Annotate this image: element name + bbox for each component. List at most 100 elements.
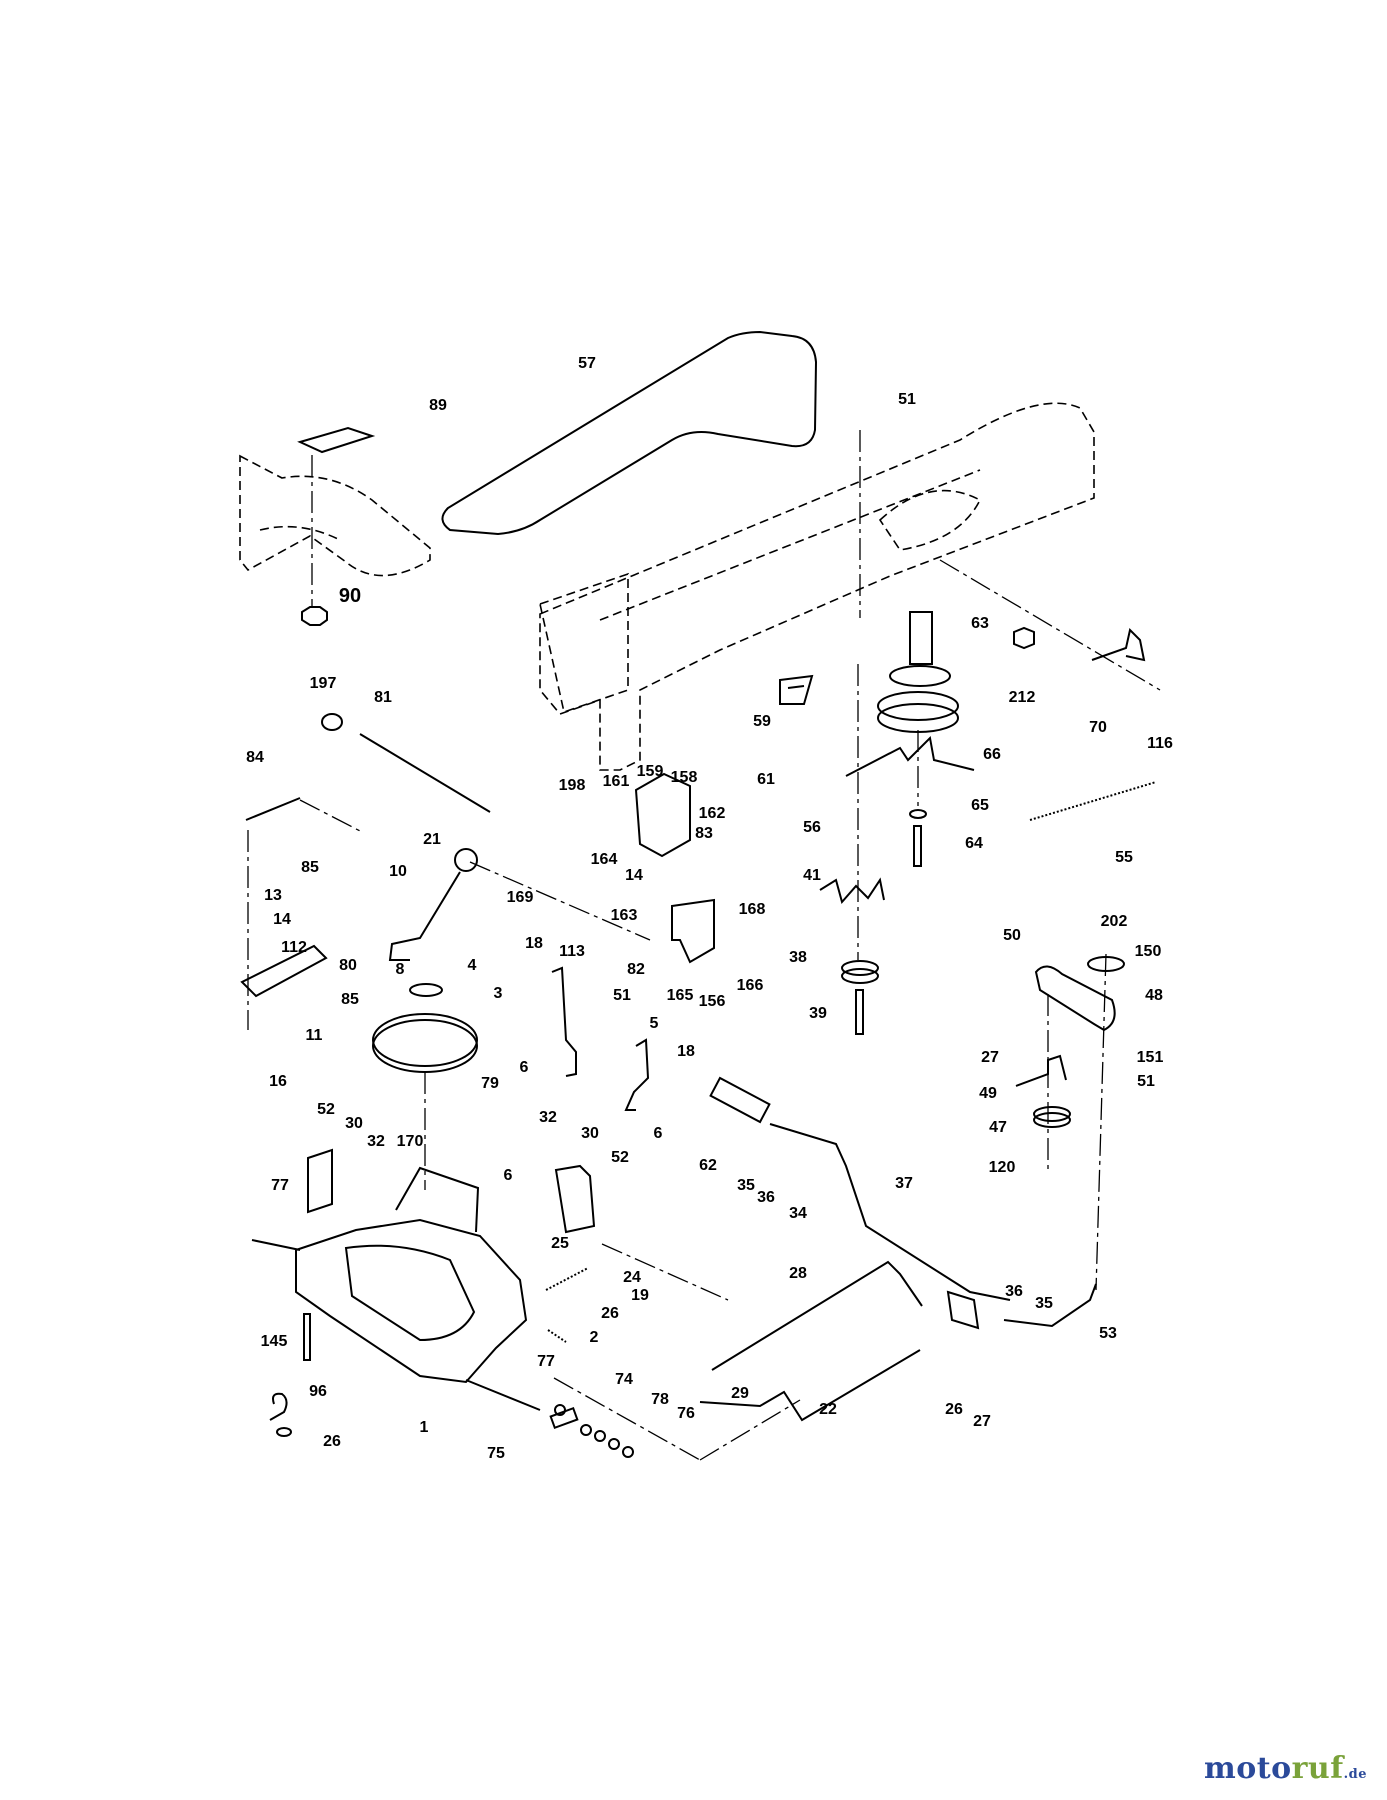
callout-label-18: 18	[525, 935, 543, 952]
left-frame-outline	[239, 454, 431, 577]
callout-label-35: 35	[737, 1177, 755, 1194]
pulley-3-rim	[372, 1019, 478, 1073]
callout-label-22: 22	[819, 1401, 837, 1418]
wire-66-drawing	[845, 735, 975, 777]
drive-belt-drawing	[441, 330, 818, 536]
tube-62-drawing	[709, 1076, 771, 1124]
callout-label-83: 83	[695, 825, 713, 842]
callout-label-166: 166	[737, 977, 764, 994]
nut-90-drawing	[301, 606, 328, 626]
callout-label-150: 150	[1135, 943, 1162, 960]
callout-label-52: 52	[317, 1101, 335, 1118]
callout-label-37: 37	[895, 1175, 913, 1192]
callout-label-75: 75	[487, 1445, 505, 1462]
pulley-47-drawing	[1033, 1106, 1071, 1122]
callout-label-84: 84	[246, 749, 264, 766]
bracket-49-drawing	[1015, 1054, 1067, 1087]
callout-label-14: 14	[625, 867, 643, 884]
callout-label-6: 6	[520, 1059, 529, 1076]
callout-label-159: 159	[637, 763, 664, 780]
washer-65-drawing	[909, 809, 927, 819]
watermark-suffix: .de	[1343, 1767, 1367, 1782]
callout-label-26: 26	[601, 1305, 619, 1322]
pulley-63-drawing	[889, 665, 951, 687]
callout-label-112: 112	[281, 939, 307, 956]
callout-label-18: 18	[677, 1043, 695, 1060]
callout-label-161: 161	[603, 773, 630, 790]
washer-26-drawing	[276, 1427, 292, 1437]
callout-label-36: 36	[1005, 1283, 1023, 1300]
callout-label-47: 47	[989, 1119, 1007, 1136]
washer-75b-drawing	[580, 1424, 592, 1436]
callout-label-26: 26	[323, 1433, 341, 1450]
spacer-74-drawing	[549, 1406, 579, 1430]
callout-label-35: 35	[1035, 1295, 1053, 1312]
axis-transaxle-b	[553, 1377, 701, 1461]
callout-label-41: 41	[803, 867, 821, 884]
pin-96-drawing	[269, 1392, 288, 1421]
callout-label-89: 89	[429, 397, 447, 414]
callout-label-90: 90	[339, 585, 361, 607]
main-frame-top-edge	[599, 469, 982, 621]
callout-label-162: 162	[699, 805, 726, 822]
spring-2-drawing	[547, 1329, 567, 1343]
callout-label-65: 65	[971, 797, 989, 814]
callout-label-14: 14	[273, 911, 291, 928]
callout-label-158: 158	[671, 769, 698, 786]
callout-label-145: 145	[261, 1333, 288, 1350]
callout-label-198: 198	[559, 777, 586, 794]
callout-label-77: 77	[271, 1177, 289, 1194]
callout-label-32: 32	[367, 1133, 385, 1150]
callout-label-8: 8	[396, 961, 405, 978]
axis-transaxle	[601, 1243, 729, 1301]
axis-transaxle-c	[699, 1399, 801, 1461]
callout-label-56: 56	[803, 819, 821, 836]
callout-label-66: 66	[983, 746, 1001, 763]
callout-label-16: 16	[269, 1073, 287, 1090]
callout-label-6: 6	[654, 1125, 663, 1142]
callout-label-11: 11	[306, 1027, 323, 1044]
main-frame-outline	[539, 402, 1095, 771]
callout-label-51: 51	[1137, 1073, 1155, 1090]
transaxle-1-drawing	[295, 1218, 528, 1384]
callout-label-212: 212	[1009, 689, 1036, 706]
callout-label-85: 85	[341, 991, 359, 1008]
bracket-80-drawing	[240, 944, 328, 998]
callout-label-151: 151	[1137, 1049, 1164, 1066]
rod-53-drawing	[1003, 1283, 1097, 1328]
callout-label-169: 169	[507, 889, 534, 906]
callout-label-5: 5	[650, 1015, 659, 1032]
axis-84-85-b	[299, 799, 363, 833]
callout-label-51: 51	[613, 987, 631, 1004]
shaft-81-drawing	[359, 733, 491, 813]
bolt-145-drawing	[303, 1313, 311, 1361]
callout-label-26: 26	[945, 1401, 963, 1418]
bracket-59-drawing	[779, 674, 814, 705]
nut-76-drawing	[622, 1446, 634, 1458]
callout-label-19: 19	[631, 1287, 649, 1304]
callout-label-81: 81	[374, 689, 392, 706]
callout-label-57: 57	[578, 355, 596, 372]
callout-label-13: 13	[264, 887, 282, 904]
bracket-163-drawing	[671, 898, 715, 964]
callout-label-36: 36	[757, 1189, 775, 1206]
spring-55-drawing	[1029, 781, 1157, 821]
callout-label-116: 116	[1147, 735, 1173, 752]
watermark-ruf: ruf	[1291, 1751, 1344, 1786]
bracket-113-drawing	[551, 966, 577, 1077]
pulley-38-drawing	[841, 960, 879, 976]
callout-label-25: 25	[551, 1235, 569, 1252]
callout-label-82: 82	[627, 961, 645, 978]
callout-label-48: 48	[1145, 987, 1163, 1004]
bracket-30-left-drawing	[307, 1148, 333, 1214]
callout-label-113: 113	[559, 943, 585, 960]
bushing-197-drawing	[321, 713, 343, 731]
callout-label-51: 51	[898, 391, 916, 408]
callout-label-10: 10	[389, 863, 407, 880]
callout-label-30: 30	[345, 1115, 363, 1132]
callout-label-70: 70	[1089, 719, 1107, 736]
callout-label-21: 21	[423, 831, 441, 848]
